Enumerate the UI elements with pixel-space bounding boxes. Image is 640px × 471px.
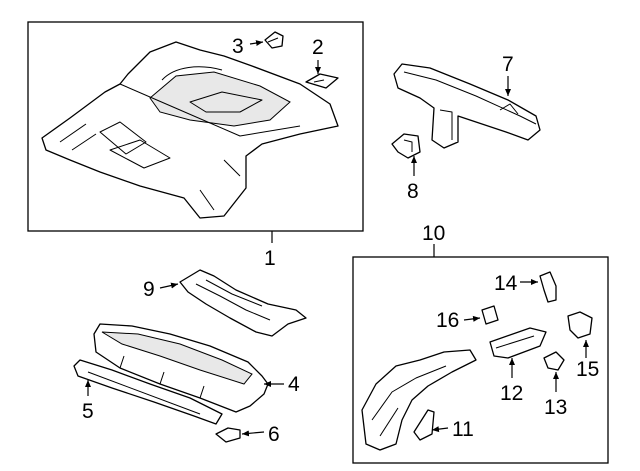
- part-4-rear-panel[interactable]: [93, 323, 269, 413]
- callout-16: 16: [436, 309, 459, 332]
- rail-group-box: [352, 256, 609, 464]
- part-6-bracket[interactable]: [215, 427, 241, 443]
- floor-pan-group-box: [27, 21, 364, 232]
- callout-14: 14: [494, 272, 518, 295]
- callout-6: 6: [268, 423, 280, 446]
- rear-rail-part[interactable]: [361, 349, 477, 451]
- part-11-plate[interactable]: [413, 409, 435, 441]
- callout-9: 9: [143, 278, 155, 301]
- part-15-bracket[interactable]: [567, 311, 593, 339]
- callout-1: 1: [264, 247, 276, 270]
- part-14-clip[interactable]: [539, 271, 557, 303]
- callout-10: 10: [422, 222, 445, 245]
- callout-13: 13: [544, 396, 567, 419]
- callout-8: 8: [407, 180, 419, 203]
- callout-2: 2: [312, 36, 324, 59]
- callout-5: 5: [82, 400, 94, 423]
- part-5-bar[interactable]: [73, 359, 223, 425]
- part-12-channel[interactable]: [489, 327, 547, 359]
- part-3-plug[interactable]: [264, 31, 284, 49]
- callout-11: 11: [452, 418, 474, 441]
- floor-pan-part[interactable]: [41, 41, 339, 219]
- callout-7: 7: [502, 53, 514, 76]
- callout-4: 4: [288, 373, 300, 396]
- callout-12: 12: [500, 382, 523, 405]
- part-2-plate[interactable]: [305, 73, 339, 89]
- callout-15: 15: [576, 358, 599, 381]
- part-7-crossmember[interactable]: [393, 63, 541, 149]
- part-8-bracket[interactable]: [391, 133, 421, 159]
- part-9-rail[interactable]: [179, 269, 307, 337]
- part-16-block[interactable]: [481, 305, 499, 325]
- part-13-bracket[interactable]: [543, 351, 565, 371]
- callout-3: 3: [232, 35, 244, 58]
